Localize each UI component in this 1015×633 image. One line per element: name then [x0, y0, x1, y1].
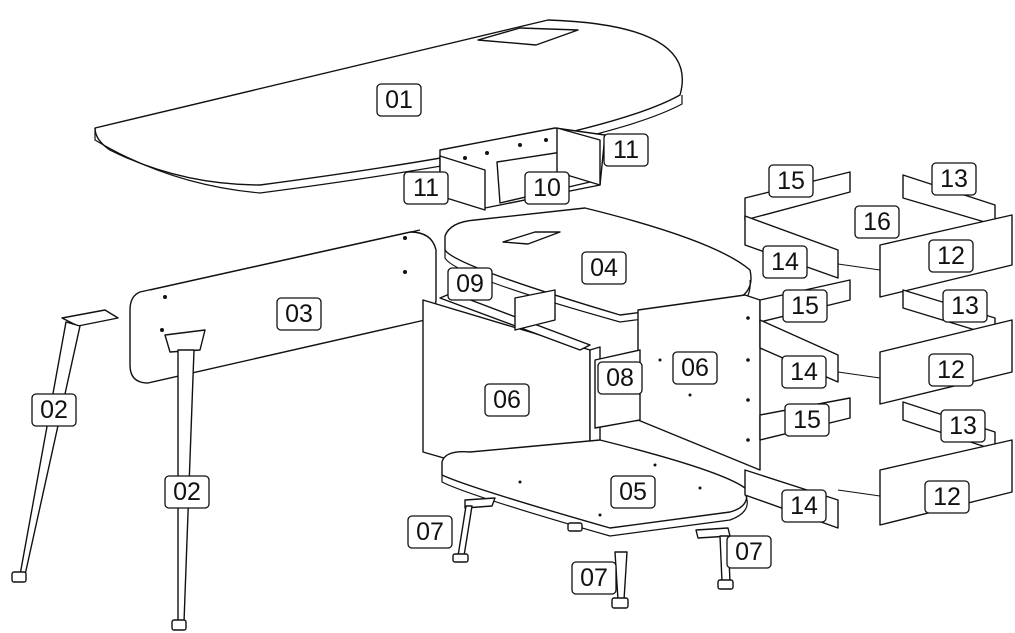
part-label-15-bottom: 15	[784, 403, 830, 437]
part-label-07-right: 07	[726, 535, 772, 569]
part-label-12-middle: 12	[928, 353, 974, 387]
svg-text:12: 12	[937, 242, 965, 270]
part-label-03: 03	[276, 297, 322, 331]
part-label-14-bottom: 14	[781, 489, 827, 523]
svg-text:11: 11	[613, 136, 639, 164]
part-label-16: 16	[854, 205, 900, 239]
svg-text:13: 13	[940, 165, 968, 193]
part-label-04: 04	[581, 251, 627, 285]
svg-text:15: 15	[793, 406, 821, 434]
svg-text:05: 05	[619, 478, 647, 506]
part-label-02-middle: 02	[164, 475, 210, 509]
part-label-12-bottom: 12	[924, 480, 970, 514]
svg-text:15: 15	[791, 292, 819, 320]
part-label-15-top: 15	[768, 164, 814, 198]
part-label-05: 05	[610, 475, 656, 509]
svg-text:14: 14	[790, 358, 818, 386]
svg-text:11: 11	[413, 174, 439, 202]
svg-text:03: 03	[285, 300, 313, 328]
part-label-14-middle: 14	[781, 355, 827, 389]
part-label-13-top: 13	[931, 162, 977, 196]
svg-text:16: 16	[863, 208, 891, 236]
svg-text:13: 13	[951, 292, 979, 320]
part-leg-left	[11, 309, 119, 583]
svg-text:04: 04	[590, 254, 618, 282]
part-pedestal-base	[441, 439, 748, 537]
svg-text:08: 08	[606, 364, 634, 392]
svg-text:14: 14	[790, 492, 818, 520]
part-label-11-left: 11	[403, 171, 449, 205]
svg-text:01: 01	[385, 86, 413, 114]
svg-text:15: 15	[777, 167, 805, 195]
svg-text:12: 12	[933, 483, 961, 511]
svg-text:07: 07	[735, 538, 763, 566]
part-label-01: 01	[376, 83, 422, 117]
part-label-13-middle: 13	[942, 289, 988, 323]
svg-text:09: 09	[456, 270, 484, 298]
part-label-06-front: 06	[484, 383, 530, 417]
part-label-07-bottom: 07	[571, 561, 617, 595]
part-label-12-top: 12	[928, 239, 974, 273]
svg-text:02: 02	[40, 396, 68, 424]
part-label-09: 09	[447, 267, 493, 301]
svg-text:14: 14	[771, 248, 799, 276]
part-foot-glides	[452, 497, 734, 609]
svg-text:07: 07	[580, 564, 608, 592]
svg-text:06: 06	[681, 354, 709, 382]
part-label-02-left: 02	[31, 393, 77, 427]
svg-text:12: 12	[937, 356, 965, 384]
svg-text:02: 02	[173, 478, 201, 506]
svg-text:06: 06	[493, 386, 521, 414]
svg-text:13: 13	[949, 412, 977, 440]
part-label-15-middle: 15	[782, 289, 828, 323]
part-label-08: 08	[597, 361, 643, 395]
part-label-14-top: 14	[762, 245, 808, 279]
svg-text:07: 07	[416, 518, 444, 546]
part-label-11-right: 11	[603, 133, 649, 167]
svg-text:10: 10	[533, 174, 561, 202]
part-label-13-bottom: 13	[940, 409, 986, 443]
part-label-07-left: 07	[407, 515, 453, 549]
part-label-10: 10	[524, 171, 570, 205]
part-label-06-side: 06	[672, 351, 718, 385]
